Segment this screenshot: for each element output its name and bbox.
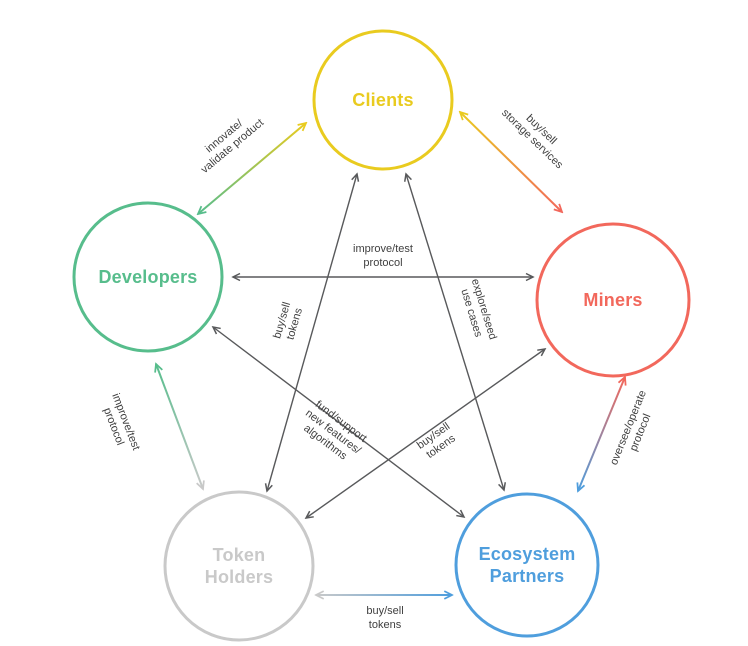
node-label-token-holders-line2: Holders — [205, 567, 273, 587]
edge-label-clients-ecosystem-partners: explore/seed use cases — [458, 277, 498, 341]
edge-miners-token-holders — [306, 349, 545, 518]
node-circle-token-holders — [163, 490, 315, 642]
edge-developers-clients — [198, 123, 306, 214]
edge-label-clients-token-holders: buy/sell tokens — [271, 301, 305, 341]
edge-miners-ecosystem-partners — [578, 377, 625, 491]
svg-text:tokens: tokens — [369, 619, 402, 631]
node-label-ecosystem-partners-line1: Ecosystem — [479, 544, 576, 564]
node-label-ecosystem-partners-line2: Partners — [490, 566, 565, 586]
svg-text:improve/test: improve/test — [353, 243, 413, 255]
edge-label-token-holders-developers: improve/test protocol — [101, 392, 142, 452]
edge-label-developers-ecosystem-partners: fund/support new features/ algorithms — [301, 398, 369, 462]
node-developers: Developers — [72, 201, 224, 353]
node-label-clients: Clients — [352, 90, 413, 110]
svg-text:buy/sell: buy/sell — [366, 605, 403, 617]
node-circle-miners — [535, 222, 691, 378]
node-circle-developers — [72, 201, 224, 353]
node-miners: Miners — [535, 222, 691, 378]
node-label-developers: Developers — [98, 267, 197, 287]
node-label-token-holders-line1: Token — [213, 545, 266, 565]
node-circle-clients — [312, 29, 454, 171]
edge-label-token-holders-ecosystem-partners: buy/sell tokens — [366, 605, 403, 631]
edge-token-holders-developers — [156, 364, 203, 489]
node-label-miners: Miners — [583, 290, 642, 310]
edge-label-miners-token-holders: buy/sell tokens — [415, 420, 458, 460]
edge-label-developers-miners: improve/test protocol — [353, 243, 413, 269]
node-circle-ecosystem-partners — [454, 492, 600, 638]
node-ecosystem-partners: Ecosystem Partners — [454, 492, 600, 638]
node-token-holders: Token Holders — [163, 490, 315, 642]
svg-text:protocol: protocol — [363, 257, 402, 269]
edge-clients-miners — [460, 112, 562, 212]
node-clients: Clients — [312, 29, 454, 171]
